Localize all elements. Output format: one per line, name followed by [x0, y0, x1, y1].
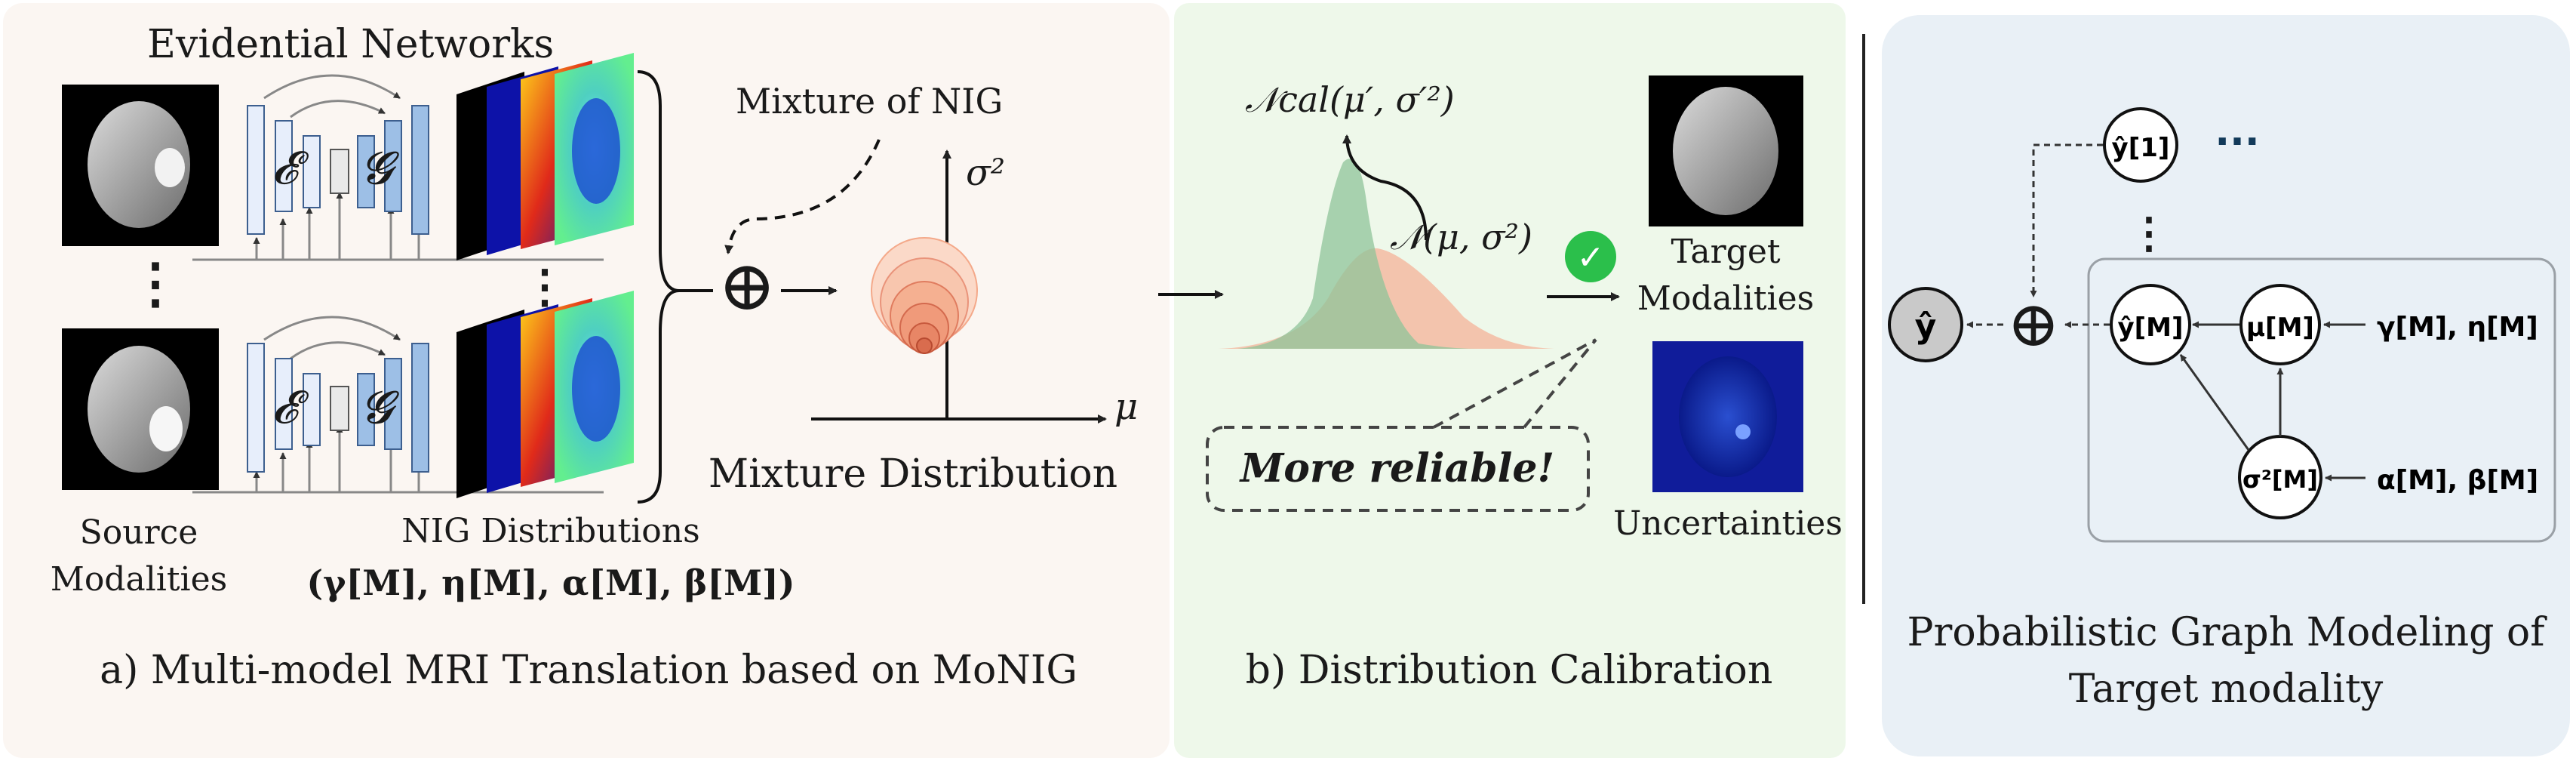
nig-distributions-label: NIG Distributions [401, 512, 699, 550]
mixture-dashed-arrow [724, 139, 881, 254]
target-modalities-label-line1: Target [1671, 233, 1780, 271]
nig-output-stack-top [456, 53, 634, 260]
vertical-ellipsis-c: ⋮ [2128, 208, 2170, 258]
source-modalities-label-line2: Modalities [51, 560, 227, 599]
oplus-symbol-a: ⊕ [718, 245, 776, 326]
yM-node [2110, 284, 2191, 365]
sigmaM-label: σ²[M] [2242, 465, 2318, 494]
nig-output-stack-bottom [456, 291, 634, 498]
muM-node [2239, 284, 2321, 365]
panel-c-background [1882, 15, 2570, 756]
panel-c-caption-line1: Probabilistic Graph Modeling of [1907, 610, 2548, 655]
yM-label: ŷ[M] [2117, 313, 2183, 343]
oplus-symbol-c: ⊕ [2007, 287, 2060, 361]
more-reliable-text: More reliable! [1239, 445, 1555, 491]
panel-b-caption: b) Distribution Calibration [1246, 648, 1773, 693]
plate-box [2087, 257, 2556, 543]
distribution-histograms [1219, 159, 1554, 349]
ncal-distribution-label: 𝒩cal(μ′, σ′²) [1245, 79, 1455, 120]
sigma-squared-axis-label: σ² [966, 152, 1005, 194]
calibration-curved-arrow [1342, 134, 1428, 241]
target-modalities-label-line2: Modalities [1637, 279, 1814, 318]
evidential-network-top: 𝓔 𝓖 [192, 74, 604, 261]
callout-pointer-2 [1523, 338, 1597, 429]
panel-c-caption-line2: Target modality [2069, 667, 2384, 712]
check-badge [1565, 231, 1616, 282]
callout-pointer-1 [1433, 338, 1597, 429]
observed-y-label: ŷ [1915, 307, 1937, 346]
y1-node [2103, 107, 2178, 183]
muM-label: μ[M] [2246, 313, 2314, 343]
y1-to-sum-dashed-arrow [2030, 143, 2103, 297]
mixture-distribution-label: Mixture Distribution [709, 451, 1117, 497]
y1-label: ŷ[1] [2112, 133, 2170, 163]
grouping-brace [637, 70, 680, 504]
evidential-network-bottom: 𝓔 𝓖 [192, 316, 604, 494]
reliable-callout-box [1206, 426, 1590, 512]
observed-y-node [1888, 287, 1963, 362]
n-distribution-label: 𝒩(μ, σ²) [1390, 217, 1532, 257]
check-icon: ✓ [1577, 239, 1605, 277]
mixture-contours [871, 237, 978, 354]
uncertainty-map-image [1652, 341, 1803, 492]
vertical-ellipsis-nig: ⋮ [522, 260, 567, 313]
evidential-networks-title: Evidential Networks [147, 22, 554, 67]
mu-axis-label: μ [1114, 386, 1138, 428]
sigmaM-to-yM-arrow [2179, 354, 2250, 451]
alpha-beta-label: α[M], β[M] [2377, 465, 2538, 496]
panel-a-caption: a) Multi-model MRI Translation based on … [100, 648, 1077, 693]
source-modalities-label-line1: Source [80, 513, 198, 552]
source-mri-image-bottom [62, 328, 219, 490]
vertical-ellipsis-source: ⋮ [128, 251, 183, 315]
target-mri-image [1649, 75, 1803, 226]
source-mri-image-top [62, 85, 219, 246]
nig-parameters-label: (𝛄[M], 𝛈[M], 𝛂[M], 𝛃[M]) [306, 562, 795, 603]
mixture-of-nig-label: Mixture of NIG [736, 81, 1003, 122]
horizontal-ellipsis-c: ··· [2215, 119, 2259, 165]
uncertainties-label: Uncertainties [1613, 504, 1843, 543]
gamma-eta-label: γ[M], η[M] [2377, 312, 2538, 343]
